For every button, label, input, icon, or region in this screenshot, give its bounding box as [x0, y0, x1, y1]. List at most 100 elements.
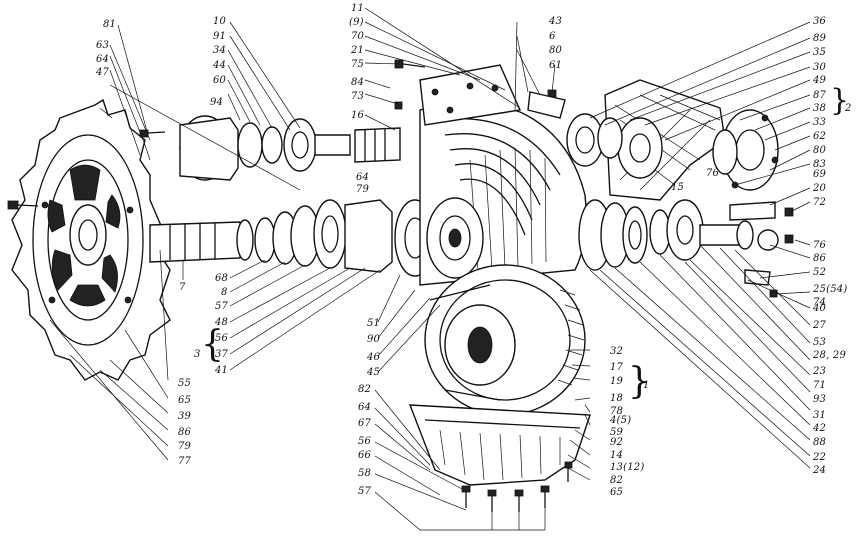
callout-76-right: 76 [813, 240, 827, 251]
callout-72: 72 [813, 197, 827, 208]
callout-82-right: 82 [610, 475, 624, 486]
right-flange [712, 109, 779, 191]
callout-45: 45 [367, 367, 381, 378]
callout-18: 18 [610, 393, 624, 404]
callout-17: 17 [610, 362, 624, 373]
left-bolts [7, 129, 166, 210]
callout-52: 52 [813, 267, 827, 278]
callout-49: 49 [813, 75, 827, 86]
callout-34: 34 [213, 45, 227, 56]
callout-32: 32 [610, 346, 624, 357]
callout-84: 84 [351, 77, 365, 88]
callout-39: 39 [178, 411, 192, 422]
callout-24: 24 [813, 465, 827, 476]
callout-56-left: 56 [215, 333, 229, 344]
callout-8: 8 [221, 287, 228, 298]
callout-82-left: 82 [358, 384, 372, 395]
callout-88: 88 [813, 437, 827, 448]
callout-21: 21 [351, 45, 365, 56]
callout-48: 48 [215, 317, 229, 328]
callout-58: 58 [358, 468, 372, 479]
callout-15: 15 [671, 182, 685, 193]
callout-9-paren: (9) [349, 17, 364, 28]
right-cover [566, 79, 726, 201]
callout-14: 14 [610, 450, 624, 461]
callout-57-left: 57 [215, 301, 229, 312]
callout-31: 31 [813, 410, 827, 421]
callout-40: 40 [813, 303, 827, 314]
callout-68-left: 68 [215, 273, 229, 284]
callout-6: 6 [549, 31, 556, 42]
brace-2: } [830, 83, 850, 118]
callout-56-bottom: 56 [358, 436, 372, 447]
callout-42: 42 [813, 423, 827, 434]
callout-3: 3 [194, 349, 201, 360]
callout-30: 30 [813, 62, 827, 73]
callout-11: 11 [351, 3, 365, 14]
callout-77: 77 [178, 456, 192, 467]
oil-pan [408, 404, 591, 486]
drive-shaft [149, 199, 436, 277]
callout-63: 63 [96, 40, 110, 51]
callout-64-bottom: 64 [358, 402, 372, 413]
callout-86-right: 86 [813, 253, 827, 264]
callout-36: 36 [813, 16, 827, 27]
callout-65-left: 65 [178, 395, 192, 406]
callout-22: 22 [813, 452, 827, 463]
pan-bolts [461, 461, 573, 512]
callout-87: 87 [813, 90, 827, 101]
callout-78: 78 [610, 406, 624, 417]
callout-53: 53 [813, 337, 827, 348]
callout-7: 7 [179, 282, 186, 293]
callout-70: 70 [351, 31, 365, 42]
callout-75: 75 [351, 59, 365, 70]
callout-74: 74 [813, 297, 827, 308]
callout-1: 1 [643, 380, 650, 391]
callout-23: 23 [813, 366, 827, 377]
callout-86-left: 86 [178, 427, 192, 438]
callout-20: 20 [813, 183, 827, 194]
callout-43: 43 [549, 16, 563, 27]
lower-gear [424, 264, 586, 416]
callout-33: 33 [813, 117, 827, 128]
callout-25-54: 25(54) [813, 284, 848, 295]
callout-51: 51 [367, 318, 381, 329]
callout-37: 37 [215, 349, 229, 360]
callout-57-bottom: 57 [358, 486, 372, 497]
callout-73: 73 [351, 91, 365, 102]
leader-lines [49, 7, 811, 531]
callout-90: 90 [367, 334, 381, 345]
callout-47: 47 [96, 67, 110, 78]
callout-64-left: 64 [96, 54, 110, 65]
callout-61: 61 [549, 60, 563, 71]
callout-83: 83 [813, 159, 827, 170]
callout-46: 46 [367, 352, 381, 363]
callout-79-mid: 79 [356, 184, 370, 195]
callout-59: 59 [610, 427, 624, 438]
callout-66: 66 [358, 450, 372, 461]
callout-41: 41 [215, 365, 229, 376]
callout-4-5: 4(5) [610, 415, 632, 426]
callout-27: 27 [813, 320, 827, 331]
callout-69: 69 [813, 169, 827, 180]
callout-28-29: 28, 29 [813, 350, 847, 361]
callout-35: 35 [813, 47, 827, 58]
callout-76-mid: 76 [706, 168, 720, 179]
callout-55: 55 [178, 378, 192, 389]
callout-10: 10 [213, 16, 227, 27]
callout-65-bottom: 65 [610, 487, 624, 498]
callout-93: 93 [813, 394, 827, 405]
callout-64-mid: 64 [356, 172, 370, 183]
right-shaft-group [578, 199, 794, 298]
callout-60: 60 [213, 75, 227, 86]
callout-91-top: 91 [213, 31, 227, 42]
central-housing [419, 64, 587, 286]
callout-16: 16 [351, 110, 365, 121]
brace-1: } [628, 361, 651, 402]
callout-89: 89 [813, 33, 827, 44]
callout-2: 2 [845, 103, 852, 114]
callout-19: 19 [610, 376, 624, 387]
callout-71: 71 [813, 380, 827, 391]
